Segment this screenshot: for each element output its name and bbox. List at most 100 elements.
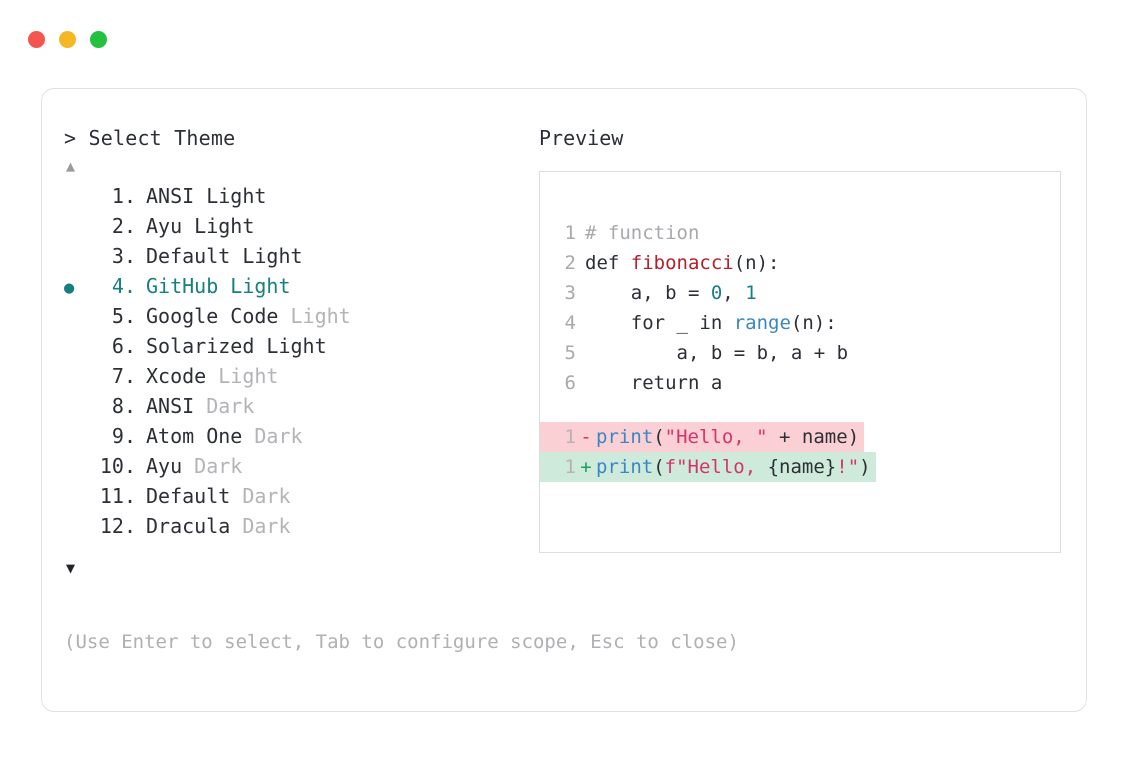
- code-token: f"Hello,: [664, 456, 768, 478]
- bullet-placeholder: [64, 393, 92, 423]
- theme-list-item[interactable]: 12.Dracula Dark: [64, 511, 534, 541]
- code-diff-sample: 1-print("Hello, " + name)1+print(f"Hello…: [540, 422, 1060, 482]
- theme-item-number: 11.: [99, 484, 136, 508]
- theme-list-item[interactable]: 1.ANSI Light: [64, 181, 534, 211]
- theme-item-variant: Dark: [242, 424, 303, 448]
- theme-item-name: Atom One: [146, 424, 243, 448]
- theme-item-variant: Dark: [230, 484, 291, 508]
- bullet-placeholder: [64, 453, 92, 483]
- diff-line-minus: 1-print("Hello, " + name): [540, 422, 865, 452]
- theme-item-number: 5.: [111, 304, 136, 328]
- theme-item-number: 4.: [111, 274, 136, 298]
- theme-list: 1.ANSI Light 2.Ayu Light 3.Default Light…: [64, 181, 534, 541]
- bullet-placeholder: [64, 303, 92, 333]
- code-token: # function: [585, 222, 700, 244]
- code-token: + name: [767, 426, 848, 448]
- theme-list-item[interactable]: ●4.GitHub Light: [64, 271, 534, 301]
- bullet-placeholder: [64, 483, 92, 513]
- theme-item-number: 8.: [111, 394, 136, 418]
- bullet-placeholder: [64, 363, 92, 393]
- theme-item-variant: Light: [194, 184, 267, 208]
- theme-item-variant: Dark: [182, 454, 243, 478]
- code-token: range: [733, 312, 791, 334]
- bullet-placeholder: [64, 513, 92, 543]
- theme-list-item[interactable]: 8. ANSI Dark: [64, 391, 534, 421]
- code-token: print: [596, 426, 654, 448]
- theme-item-number: 7.: [111, 364, 136, 388]
- code-token: ): [859, 456, 871, 478]
- code-line: 5 a, b = b, a + b: [540, 338, 1060, 368]
- code-token: a, b = b, a + b: [585, 342, 849, 364]
- diff-line-text: print("Hello, " + name): [596, 422, 864, 452]
- scroll-up-arrow-icon[interactable]: ▲: [66, 157, 76, 175]
- code-line-text: a, b = b, a + b: [576, 338, 849, 368]
- theme-item-variant: Light: [218, 274, 291, 298]
- diff-sign-plus: +: [580, 456, 592, 478]
- theme-picker-card: > Select Theme ▲ 1.ANSI Light 2.Ayu Ligh…: [41, 88, 1087, 712]
- theme-item-name: Google Code: [146, 304, 279, 328]
- theme-list-item[interactable]: 2.Ayu Light: [64, 211, 534, 241]
- theme-item-variant: Light: [254, 334, 327, 358]
- theme-item-number: 3.: [111, 244, 136, 268]
- code-token: return a: [585, 372, 723, 394]
- maximize-window-dot[interactable]: [90, 30, 107, 48]
- code-token: def: [585, 252, 631, 274]
- theme-item-variant: Dark: [194, 394, 255, 418]
- selected-bullet-icon: ●: [64, 278, 75, 298]
- line-number: 3: [564, 282, 576, 304]
- theme-item-name: ANSI: [146, 394, 195, 418]
- theme-item-name: Solarized: [146, 334, 255, 358]
- theme-item-variant: Light: [206, 364, 279, 388]
- theme-item-variant: Dark: [230, 514, 291, 538]
- code-line-text: return a: [576, 368, 723, 398]
- keyboard-hint: (Use Enter to select, Tab to configure s…: [64, 631, 739, 653]
- line-number: 6: [564, 372, 576, 394]
- diff-line-text: print(f"Hello, {name}!"): [596, 452, 876, 482]
- bullet-placeholder: [64, 213, 92, 243]
- line-number: 5: [564, 342, 576, 364]
- code-line: 1# function: [540, 218, 1060, 248]
- code-token: 1: [745, 282, 757, 304]
- code-token: (: [653, 426, 665, 448]
- theme-item-variant: Light: [230, 244, 303, 268]
- code-token: for _ in: [585, 312, 734, 334]
- theme-item-number: 2.: [111, 214, 136, 238]
- theme-item-number: 9.: [111, 424, 136, 448]
- theme-item-variant: Light: [182, 214, 255, 238]
- minimize-window-dot[interactable]: [59, 30, 76, 48]
- theme-list-item[interactable]: 10. Ayu Dark: [64, 451, 534, 481]
- scroll-down-arrow-icon[interactable]: ▼: [66, 559, 76, 577]
- window-titlebar: [0, 0, 1129, 78]
- code-line-text: # function: [576, 218, 699, 248]
- code-line: 3 a, b = 0, 1: [540, 278, 1060, 308]
- theme-list-item[interactable]: 6. Solarized Light: [64, 331, 534, 361]
- bullet-placeholder: [64, 183, 92, 213]
- line-number: 4: [564, 312, 576, 334]
- theme-item-number: 12.: [99, 514, 136, 538]
- code-line-text: def fibonacci(n):: [576, 248, 779, 278]
- theme-list-item[interactable]: 11.Default Dark: [64, 481, 534, 511]
- theme-item-number: 10.: [99, 454, 136, 478]
- theme-item-number: 1.: [111, 184, 136, 208]
- theme-list-item[interactable]: 5. Google Code Light: [64, 301, 534, 331]
- code-token: ,: [722, 282, 746, 304]
- code-token: a, b =: [585, 282, 711, 304]
- theme-item-number: 6.: [111, 334, 136, 358]
- close-window-dot[interactable]: [28, 30, 45, 48]
- code-token: fibonacci: [630, 252, 734, 274]
- diff-line-number: 1: [564, 456, 576, 478]
- theme-list-item[interactable]: 3. Default Light: [64, 241, 534, 271]
- theme-item-variant: Light: [278, 304, 351, 328]
- code-token: "Hello, ": [664, 426, 768, 448]
- theme-item-name: Xcode: [146, 364, 207, 388]
- theme-list-item[interactable]: 7. Xcode Light: [64, 361, 534, 391]
- theme-item-name: Ayu: [146, 454, 183, 478]
- theme-item-name: Default: [146, 244, 231, 268]
- code-line-text: for _ in range(n):: [576, 308, 837, 338]
- theme-list-item[interactable]: 9. Atom One Dark: [64, 421, 534, 451]
- code-token: !": [836, 456, 860, 478]
- code-token: 0: [710, 282, 723, 304]
